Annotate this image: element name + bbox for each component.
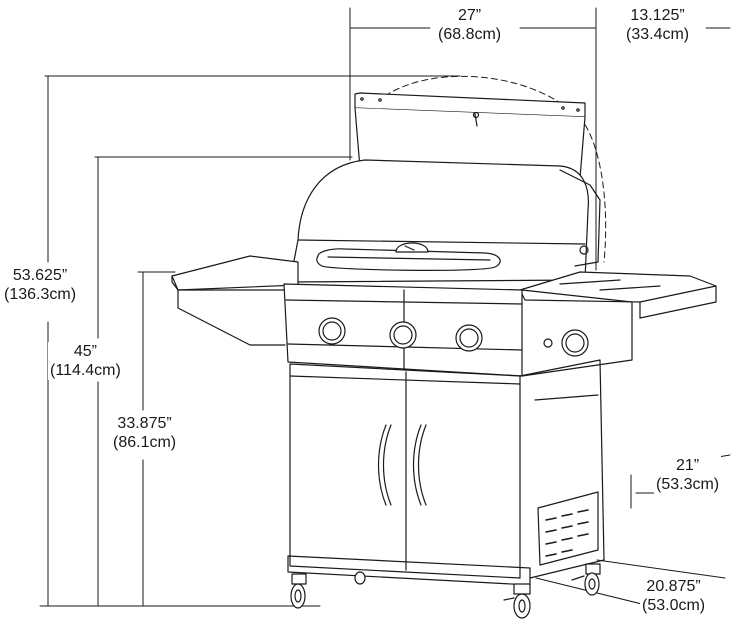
height-lid-closed-metric: (114.4cm) bbox=[50, 362, 121, 379]
height-lid-open-metric: (136.3cm) bbox=[4, 286, 77, 303]
height-lid-open-label: 53.625” (136.3cm) bbox=[2, 266, 79, 304]
cart-width-label: 21” (53.3cm) bbox=[654, 456, 722, 494]
caster-front-right bbox=[503, 583, 531, 619]
cart-width-imperial: 21” bbox=[676, 457, 700, 474]
door-handle-right bbox=[412, 424, 422, 506]
caster-rear-left bbox=[354, 571, 366, 585]
cart-depth-label: 20.875” (53.0cm) bbox=[640, 577, 708, 615]
burner-knob-3 bbox=[455, 324, 483, 352]
lid-depth-metric: (33.4cm) bbox=[626, 26, 690, 43]
height-side-shelf-imperial: 33.875” bbox=[117, 415, 172, 432]
cart-depth-imperial: 20.875” bbox=[646, 578, 701, 595]
lid-depth-label: 13.125” (33.4cm) bbox=[624, 6, 692, 44]
height-lid-closed-label: 45” (114.4cm) bbox=[48, 342, 123, 380]
cart-width-metric: (53.3cm) bbox=[656, 476, 720, 493]
burner-knob-2 bbox=[389, 321, 417, 349]
door-handle-left bbox=[377, 424, 387, 506]
overall-width-imperial: 27” bbox=[458, 7, 482, 24]
caster-rear-right bbox=[571, 563, 601, 596]
overall-width-metric: (68.8cm) bbox=[438, 26, 502, 43]
side-burner-knob bbox=[543, 329, 589, 357]
left-side-shelf bbox=[171, 255, 299, 346]
lid-depth-imperial: 13.125” bbox=[630, 7, 685, 24]
lid-panel bbox=[354, 92, 586, 179]
grill-hood bbox=[289, 159, 601, 283]
thermometer-icon bbox=[395, 242, 429, 253]
caster-front-left bbox=[290, 573, 307, 609]
burner-knob-1 bbox=[318, 317, 346, 345]
height-side-shelf-label: 33.875” (86.1cm) bbox=[111, 414, 179, 452]
height-side-shelf-metric: (86.1cm) bbox=[113, 434, 177, 451]
height-lid-closed-imperial: 45” bbox=[73, 343, 97, 360]
overall-width-label: 27” (68.8cm) bbox=[436, 6, 504, 44]
dimension-lines bbox=[39, 7, 731, 607]
height-lid-open-imperial: 53.625” bbox=[12, 267, 68, 284]
right-side-shelf bbox=[519, 271, 717, 319]
cart-cabinet bbox=[287, 359, 605, 586]
cart-depth-metric: (53.0cm) bbox=[642, 597, 706, 614]
vent-slots bbox=[545, 509, 589, 557]
